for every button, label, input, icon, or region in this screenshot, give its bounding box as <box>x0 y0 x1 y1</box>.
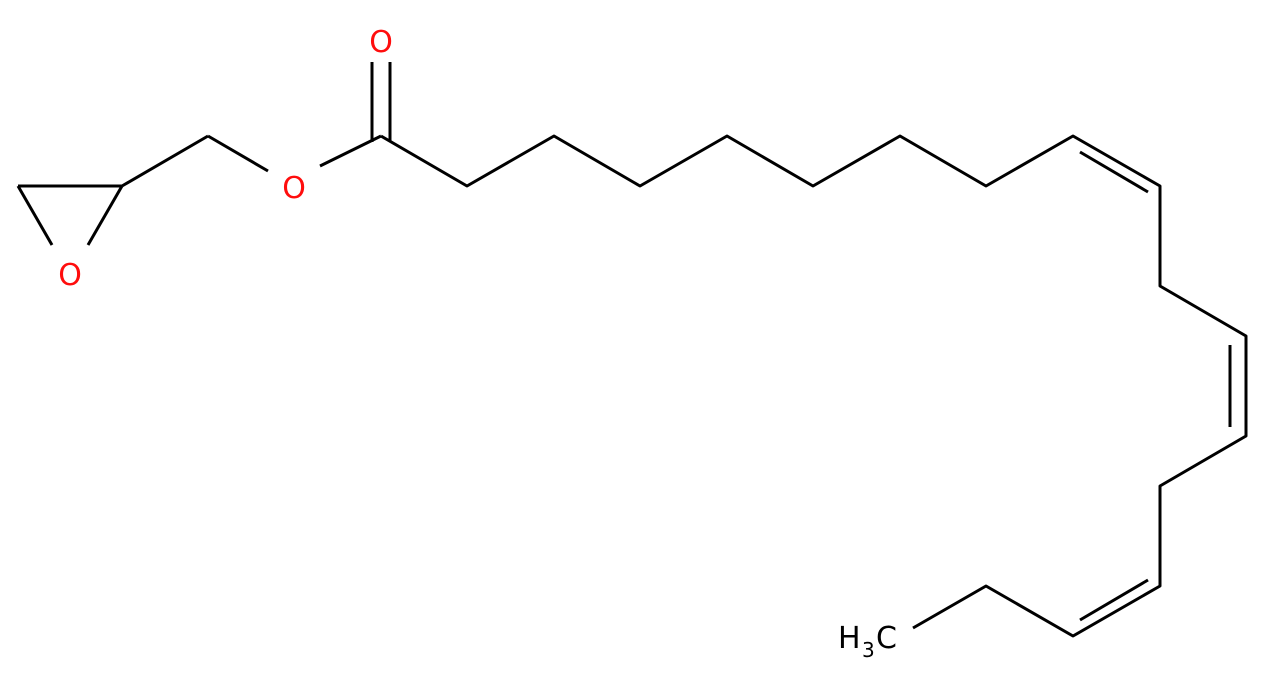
fatty-acid-chain <box>380 134 1248 638</box>
bond-ch2-to-ester-o <box>207 134 269 173</box>
carbonyl-oxygen-label: O <box>369 25 393 60</box>
methyl-group-label: H 3 C <box>838 621 897 662</box>
bond-ring-ch2-to-oxygen <box>16 185 54 246</box>
methyl-subscript-label: 3 <box>862 638 875 662</box>
bond-ring-ch-to-oxygen <box>86 185 124 246</box>
methyl-h-label: H <box>838 621 861 656</box>
double-bond-inner-1 <box>1079 150 1149 194</box>
ester-oxygen-label: O <box>282 171 306 206</box>
bond-ring-to-ch2 <box>121 134 209 188</box>
glycidyl-linker <box>121 134 382 188</box>
methyl-c-label: C <box>876 621 897 656</box>
epoxide-oxygen-label: O <box>58 258 82 293</box>
double-bond-inner-lines <box>1079 150 1232 622</box>
carbonyl-group <box>370 62 392 142</box>
epoxide-ring <box>16 184 124 246</box>
double-bond-inner-3 <box>1079 578 1149 622</box>
